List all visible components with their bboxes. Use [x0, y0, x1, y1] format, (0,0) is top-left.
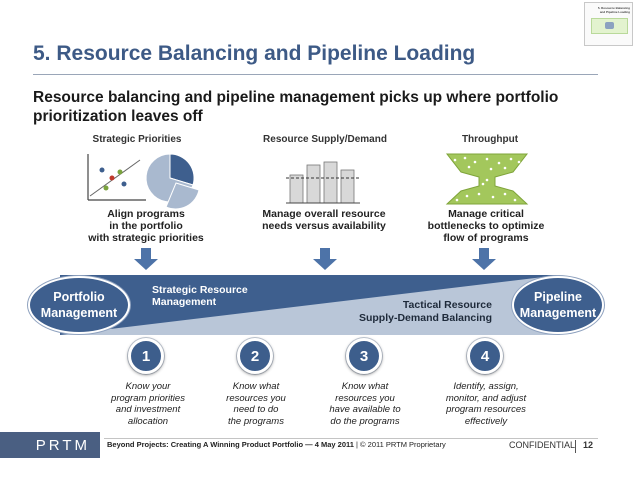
- footer-source-copyright: | © 2011 PRTM Proprietary: [353, 440, 446, 449]
- confidential-label: CONFIDENTIAL: [509, 440, 576, 450]
- pipeline-management-oval: Pipeline Management: [512, 276, 604, 334]
- step-line: monitor, and adjust: [445, 392, 527, 404]
- thumbnail-caption-line2: and Pipeline Loading: [599, 10, 630, 14]
- down-arrow-icon: [134, 248, 158, 270]
- scatter-point: [103, 185, 109, 191]
- band-label-line: Management: [152, 296, 217, 308]
- page-number: 12: [583, 440, 594, 450]
- scatter-point: [117, 169, 123, 175]
- thumbnail-marker-icon: [605, 22, 614, 29]
- description-line: Manage overall resource: [262, 208, 386, 220]
- step-line: have available to: [329, 404, 401, 415]
- section-thumbnail[interactable]: 5. Resource Balancing and Pipeline Loadi…: [584, 2, 633, 46]
- step-line: Know what: [341, 381, 389, 392]
- footer-source-title: Beyond Projects: Creating A Winning Prod…: [107, 440, 354, 449]
- bar-3: [323, 161, 338, 204]
- step-line: allocation: [127, 415, 169, 427]
- description-line: Manage critical: [448, 208, 524, 220]
- scatter-point: [99, 167, 105, 173]
- footer-divider: [104, 438, 598, 439]
- funnel-icon: [445, 153, 529, 205]
- step-line: program priorities: [111, 392, 185, 404]
- prtm-logo: PRTM: [0, 432, 100, 458]
- bar-2: [306, 164, 321, 204]
- section-heading-strategic-priorities: Strategic Priorities: [92, 134, 182, 145]
- scatter-point: [109, 175, 115, 181]
- bar-1: [289, 174, 304, 204]
- step-number-2: 2: [237, 338, 273, 374]
- section-heading-throughput: Throughput: [461, 134, 519, 145]
- step-line: effectively: [464, 415, 508, 427]
- oval-line: Management: [40, 306, 118, 320]
- portfolio-management-oval: Portfolio Management: [28, 276, 130, 334]
- description-line: with strategic priorities: [88, 232, 204, 244]
- funnel-dots: [453, 156, 521, 202]
- description-line: needs versus availability: [262, 220, 386, 232]
- step-line: Know your: [125, 381, 171, 392]
- band-label-line: Strategic Resource: [152, 284, 248, 296]
- step-description-1: Know your program priorities and investm…: [96, 381, 200, 427]
- step-line: the programs: [228, 415, 284, 427]
- step-description-4: Identify, assign, monitor, and adjust pr…: [430, 381, 542, 427]
- pipeline-management-label: Pipeline Management: [520, 289, 596, 321]
- band-dark-area: [60, 275, 560, 335]
- thumbnail-caption-line1: 5. Resource Balancing: [597, 6, 630, 10]
- step-line: resources you: [226, 392, 286, 404]
- section-heading-resource-supply-demand: Resource Supply/Demand: [263, 134, 387, 145]
- step-number-3: 3: [346, 338, 382, 374]
- page-number-separator: [575, 440, 576, 453]
- tactical-resource-balancing-label: Tactical Resource Supply-Demand Balancin…: [340, 299, 492, 325]
- down-arrow-icon: [472, 248, 496, 270]
- step-line: do the programs: [330, 415, 400, 427]
- bar-4: [340, 169, 355, 204]
- description-line: Align programs: [107, 208, 185, 220]
- step-line: Know what: [232, 381, 280, 392]
- step-number-1: 1: [128, 338, 164, 374]
- step-line: resources you: [335, 392, 395, 404]
- band-label-line: Supply-Demand Balancing: [358, 312, 492, 324]
- step-description-2: Know what resources you need to do the p…: [209, 381, 303, 427]
- section-description-strategic-priorities: Align programs in the portfolio with str…: [80, 208, 212, 244]
- title-divider: [33, 74, 598, 75]
- section-description-resource-supply-demand: Manage overall resource needs versus ava…: [250, 208, 398, 232]
- slide-subtitle: Resource balancing and pipeline manageme…: [33, 89, 559, 125]
- oval-line: Portfolio: [53, 290, 105, 304]
- strategic-resource-management-label: Strategic Resource Management: [152, 284, 248, 308]
- scatter-point: [121, 181, 127, 187]
- step-description-3: Know what resources you have available t…: [316, 381, 414, 427]
- step-line: need to do: [233, 404, 279, 415]
- step-number-4: 4: [467, 338, 503, 374]
- thumbnail-caption: 5. Resource Balancing and Pipeline Loadi…: [588, 6, 630, 14]
- step-line: program resources: [446, 404, 526, 415]
- bar-capacity-icon: [286, 161, 360, 204]
- scatter-trend-line: [89, 159, 141, 197]
- pie-slice-exploded: [165, 182, 200, 210]
- step-line: Identify, assign,: [453, 381, 519, 392]
- section-description-throughput: Manage critical bottlenecks to optimize …: [416, 208, 556, 244]
- description-line: flow of programs: [443, 232, 529, 244]
- oval-line: Management: [519, 306, 597, 320]
- footer-source: Beyond Projects: Creating A Winning Prod…: [107, 440, 446, 449]
- description-line: bottlenecks to optimize: [427, 220, 545, 232]
- pie-slice-dark: [169, 153, 195, 186]
- band-label-line: Tactical Resource: [402, 299, 492, 311]
- oval-line: Pipeline: [534, 290, 582, 304]
- down-arrow-icon: [313, 248, 337, 270]
- portfolio-management-label: Portfolio Management: [41, 289, 117, 321]
- slide-title: 5. Resource Balancing and Pipeline Loadi…: [33, 42, 476, 65]
- description-line: in the portfolio: [109, 220, 183, 232]
- scatter-pie-icon: [87, 153, 200, 210]
- step-line: and investment: [115, 404, 181, 415]
- resource-balance-band: [60, 275, 560, 335]
